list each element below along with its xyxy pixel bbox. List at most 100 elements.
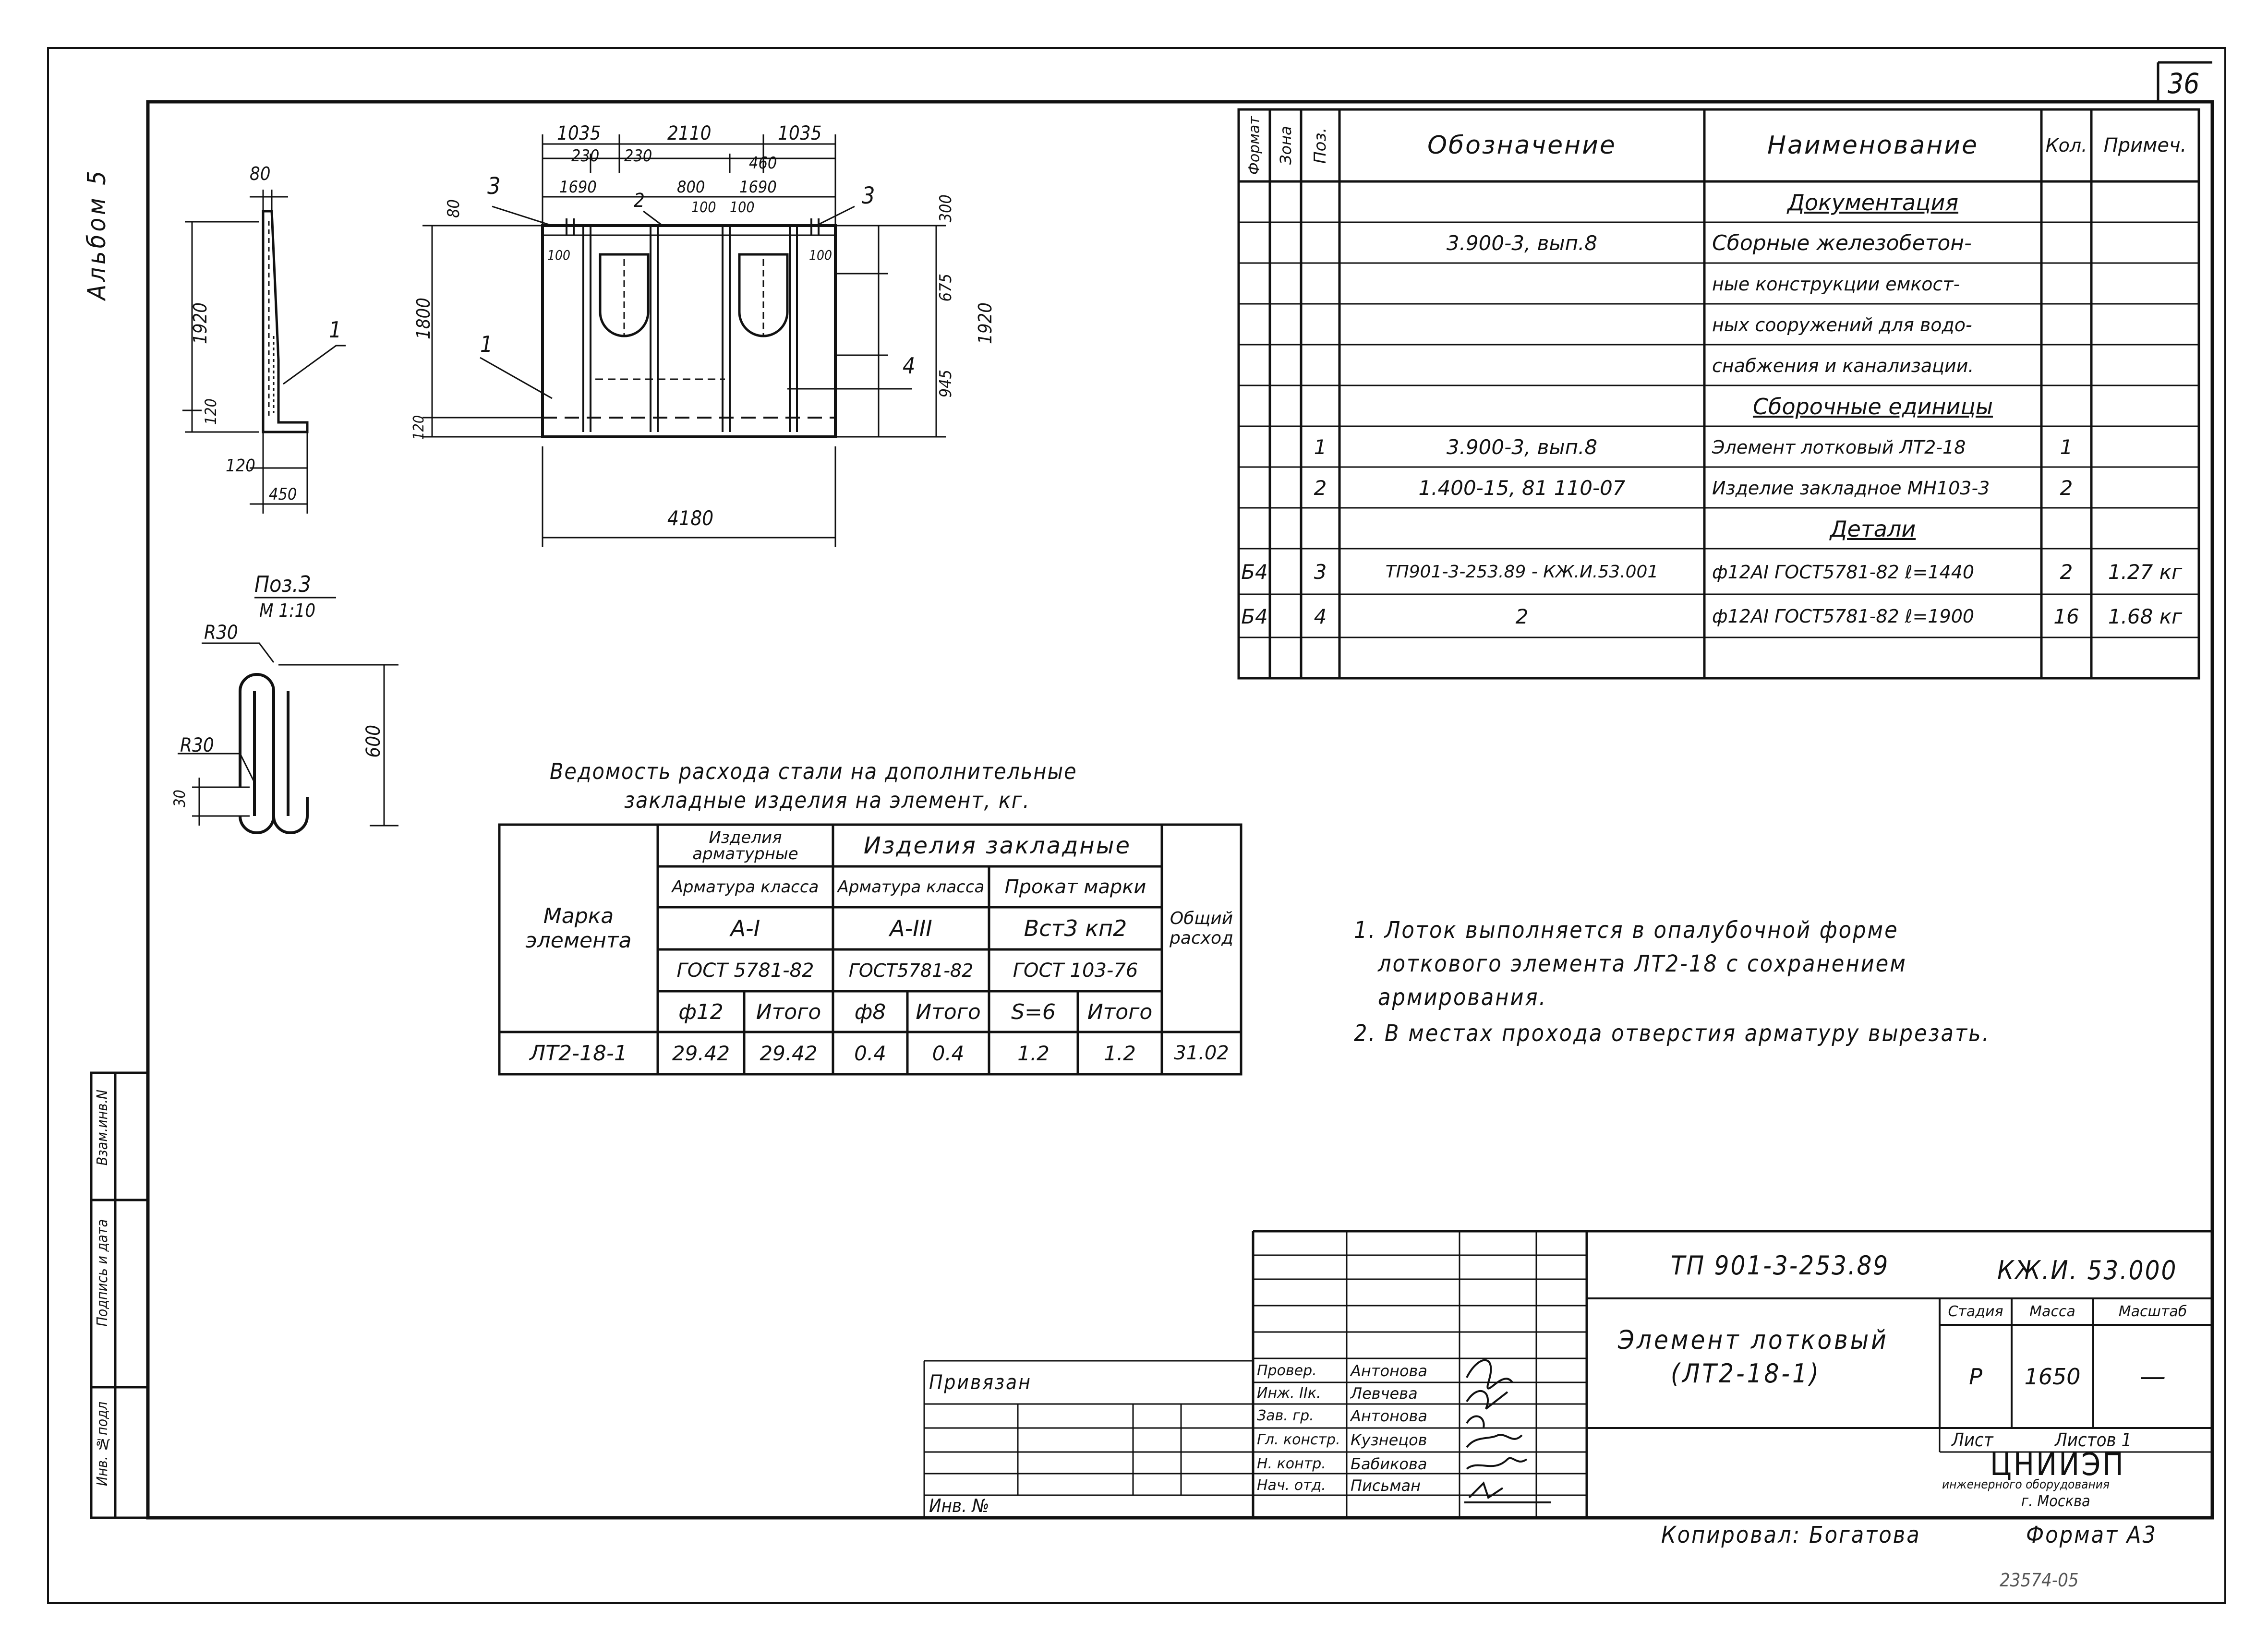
plan-callout-4: 4 [903,353,916,379]
spec-cell-pos [1302,223,1339,263]
spec-cell-note [2092,386,2198,426]
spec-cell-pos [1302,305,1339,345]
signature-role: Зав. гр. [1257,1407,1314,1424]
title-org-sub: инженерного оборудования [1942,1477,2110,1492]
spec-cell-format [1240,346,1269,385]
signature-name: Антонова [1351,1361,1427,1380]
spec-cell-qty [2042,509,2090,549]
spec-cell-pos: 1 [1314,435,1327,459]
side-stamp-inv-orig: Инв. №подл [94,1402,111,1486]
spec-cell-note [2092,182,2198,222]
title-stage: Р [1969,1363,1982,1390]
spec-cell-name: ф12АI ГОСТ5781-82 ℓ=1440 [1712,561,1975,583]
plan-dim-100d: 100 [809,247,832,263]
spec-cell-note: 1.68 кг [2108,604,2183,628]
sheet-number: 36 [2168,67,2200,100]
section-dim-1920: 1920 [190,302,211,344]
side-stamp-replace-inv: Взам.инв.N [94,1090,111,1166]
plan-dim-945: 945 [936,370,955,398]
spec-header-designation: Обозначение [1427,131,1617,160]
spec-cell-designation: 3.900-3, вып.8 [1446,231,1598,255]
signature-name: Бабикова [1351,1454,1427,1473]
steel-row-total: 31.02 [1174,1042,1229,1064]
steel-header-rolled: Прокат марки [1004,876,1146,898]
section-dim-80: 80 [250,163,271,184]
steel-header-gost3: ГОСТ 103-76 [1013,960,1138,982]
signature-role: Инж. IIк. [1257,1385,1321,1402]
spec-cell-designation: ТП901-3-253.89 - КЖ.И.53.001 [1385,562,1659,582]
plan-dim-460: 460 [749,154,777,173]
steel-header-armclass1: Арматура класса [672,877,819,897]
steel-header-gost1: ГОСТ 5781-82 [676,960,814,982]
spec-cell-zone [1271,386,1301,426]
spec-cell-qty [2042,264,2090,304]
section-dim-120a: 120 [202,398,220,425]
plan-dim-1690b: 1690 [739,178,777,197]
spec-cell-name: ных сооружений для водо- [1712,314,1972,336]
title-sheet-code: КЖ.И. 53.000 [1997,1255,2178,1285]
spec-cell-pos [1302,182,1339,222]
steel-row-value: 1.2 [1017,1041,1050,1065]
archive-stamp: 23574-05 [2000,1570,2079,1591]
title-doc-code: ТП 901-3-253.89 [1671,1250,1890,1281]
signature-role: Гл. констр. [1257,1431,1340,1448]
spec-cell-pos [1302,346,1339,385]
plan-callout-2: 2 [634,190,645,212]
steel-header-class-a3: А-III [890,915,932,941]
spec-cell-designation: 2 [1515,604,1529,628]
spec-cell-pos: 3 [1314,560,1327,584]
title-scale: — [2140,1361,2166,1392]
steel-sub-total2: Итого [916,999,981,1024]
spec-cell-name: Сборочные единицы [1752,393,1993,420]
steel-sub-s6: S=6 [1011,999,1056,1024]
title-sheets-label: Листов 1 [2055,1429,2132,1451]
plan-dim-100b: 100 [730,199,755,216]
spec-cell-name: Изделие закладное МН103-3 [1712,477,1990,499]
spec-header-pos: Поз. [1311,127,1330,164]
spec-cell-name: ные конструкции емкост- [1712,273,1960,295]
plan-dim-120: 120 [410,415,427,440]
sheet-format: Формат А3 [2026,1522,2157,1548]
plan-dim-100a: 100 [691,199,716,216]
detail-scale: М 1:10 [259,600,316,621]
spec-cell-zone [1271,509,1301,549]
plan-callout-3-left: 3 [487,173,501,200]
title-sheet-label: Лист [1952,1429,1993,1451]
spec-cell-note [2092,427,2198,467]
detail-dim-r30-bottom: R30 [180,734,214,756]
plan-dim-300: 300 [936,194,955,223]
spec-cell-qty: 1 [2060,435,2073,459]
spec-cell-zone [1271,468,1301,508]
steel-table-title-2: закладные изделия на элемент, кг. [624,787,1030,813]
spec-cell-name: Документация [1787,189,1959,216]
album-label: Альбом 5 [83,168,111,300]
steel-header-gost2: ГОСТ5781-82 [848,960,974,981]
title-stage-label: Стадия [1948,1303,2003,1320]
spec-cell-note: 1.27 кг [2108,560,2183,584]
title-org-name: ЦНИИЭП [1990,1447,2125,1483]
copied-by: Копировал: Богатова [1661,1522,1921,1548]
plan-dim-80: 80 [444,199,463,218]
plan-callout-1: 1 [480,331,493,357]
spec-header-note: Примеч. [2103,134,2187,156]
plan-dim-2110: 2110 [667,122,712,144]
spec-cell-designation [1340,638,1703,677]
spec-cell-pos [1302,638,1339,677]
spec-cell-format [1240,427,1269,467]
steel-header-group1: Изделия арматурные [692,828,798,864]
note-line-3: армирования. [1378,984,1547,1011]
spec-cell-note [2092,305,2198,345]
spec-cell-note [2092,223,2198,263]
steel-header-mark-text: Марка элемента [525,904,632,953]
signature-name: Левчева [1351,1384,1418,1403]
spec-cell-qty: 2 [2060,560,2073,584]
spec-cell-format: Б4 [1241,604,1268,628]
detail-dim-r30-top: R30 [204,622,238,644]
spec-cell-qty: 2 [2060,476,2073,500]
spec-cell-pos [1302,386,1339,426]
title-inv-label: Инв. № [929,1495,989,1516]
spec-cell-note [2092,509,2198,549]
spec-cell-qty [2042,182,2090,222]
spec-cell-zone [1271,346,1301,385]
spec-cell-note [2092,264,2198,304]
